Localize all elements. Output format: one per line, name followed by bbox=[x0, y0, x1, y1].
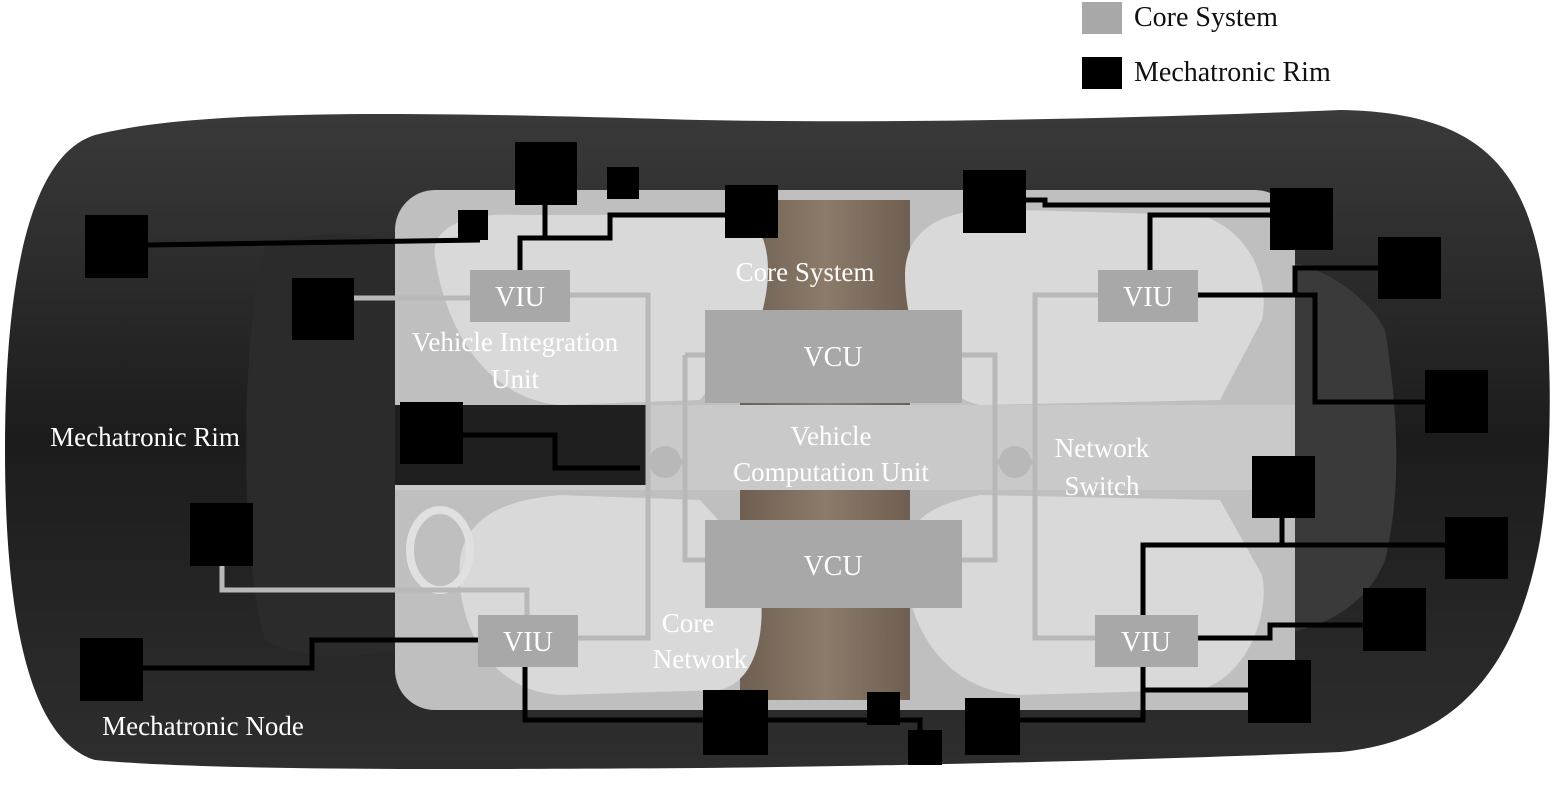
viu-rear-left-label: VIU bbox=[503, 627, 553, 658]
mechatronic-rim-lines bbox=[142, 197, 1445, 740]
mechatronic-node bbox=[80, 638, 143, 701]
label-vehicle-computation-unit-line1: Vehicle bbox=[791, 421, 872, 451]
viu-front-right-box bbox=[1098, 270, 1198, 322]
mechatronic-node bbox=[703, 690, 768, 755]
mechatronic-node bbox=[1445, 517, 1508, 579]
mechatronic-node bbox=[965, 698, 1020, 755]
mechatronic-nodes bbox=[80, 142, 1508, 765]
label-vehicle-integration-unit-line1: Vehicle Integration bbox=[412, 327, 619, 357]
label-vehicle-integration-unit-line2: Unit bbox=[491, 364, 540, 394]
viu-front-left-box bbox=[470, 270, 570, 322]
vcu-top-label: VCU bbox=[803, 342, 862, 373]
label-network-switch-line1: Network bbox=[1055, 433, 1150, 463]
mechatronic-node bbox=[190, 503, 253, 566]
viu-rear-left-box bbox=[478, 615, 578, 667]
mechatronic-node bbox=[725, 185, 778, 238]
legend-swatch-core-system bbox=[1082, 2, 1122, 34]
label-core-network-line2: Network bbox=[653, 644, 748, 674]
vcu-bottom-box bbox=[705, 520, 962, 608]
mechatronic-node bbox=[1363, 588, 1426, 651]
viu-rear-right-label: VIU bbox=[1121, 627, 1171, 658]
legend-label-core-system: Core System bbox=[1134, 2, 1278, 33]
vcu-bottom-label: VCU bbox=[803, 551, 862, 582]
legend-item-mechatronic-rim: Mechatronic Rim bbox=[1082, 57, 1331, 89]
label-mechatronic-node: Mechatronic Node bbox=[102, 711, 304, 741]
mechatronic-node bbox=[1252, 456, 1315, 518]
viu-front-right-label: VIU bbox=[1123, 282, 1173, 313]
viu-front-left-label: VIU bbox=[495, 282, 545, 313]
mechatronic-node bbox=[515, 142, 577, 205]
mechatronic-node bbox=[1425, 370, 1488, 433]
mechatronic-node bbox=[908, 730, 942, 765]
network-switch-right bbox=[999, 446, 1031, 478]
vcu-top-box bbox=[705, 310, 962, 403]
mechatronic-node bbox=[1378, 237, 1441, 299]
network-switch-left bbox=[649, 446, 681, 478]
viu-rear-right-box bbox=[1095, 615, 1198, 667]
front-windshield bbox=[246, 234, 395, 657]
mechatronic-node bbox=[85, 215, 148, 278]
legend-item-core-system: Core System bbox=[1082, 2, 1278, 34]
mechatronic-node bbox=[292, 278, 354, 340]
label-core-network-line1: Core bbox=[662, 608, 715, 638]
mechatronic-node bbox=[963, 170, 1026, 233]
mechatronic-node bbox=[1270, 188, 1333, 250]
legend-label-mechatronic-rim: Mechatronic Rim bbox=[1134, 57, 1331, 88]
core-system-boxes: VIU VIU VIU VIU VCU VCU bbox=[470, 270, 1198, 667]
mechatronic-node bbox=[607, 167, 639, 199]
mechatronic-node bbox=[458, 210, 488, 240]
annotation-labels: Core System Vehicle Integration Unit Mec… bbox=[50, 257, 1150, 741]
legend-swatch-mechatronic-rim bbox=[1082, 57, 1122, 89]
label-mechatronic-rim: Mechatronic Rim bbox=[50, 422, 240, 452]
label-vehicle-computation-unit-line2: Computation Unit bbox=[733, 457, 929, 487]
mechatronic-node bbox=[1248, 660, 1311, 723]
label-network-switch-line2: Switch bbox=[1064, 471, 1140, 501]
label-core-system: Core System bbox=[736, 257, 875, 287]
mechatronic-node bbox=[867, 692, 900, 725]
core-network-lines bbox=[219, 292, 1100, 641]
mechatronic-node bbox=[400, 402, 463, 464]
